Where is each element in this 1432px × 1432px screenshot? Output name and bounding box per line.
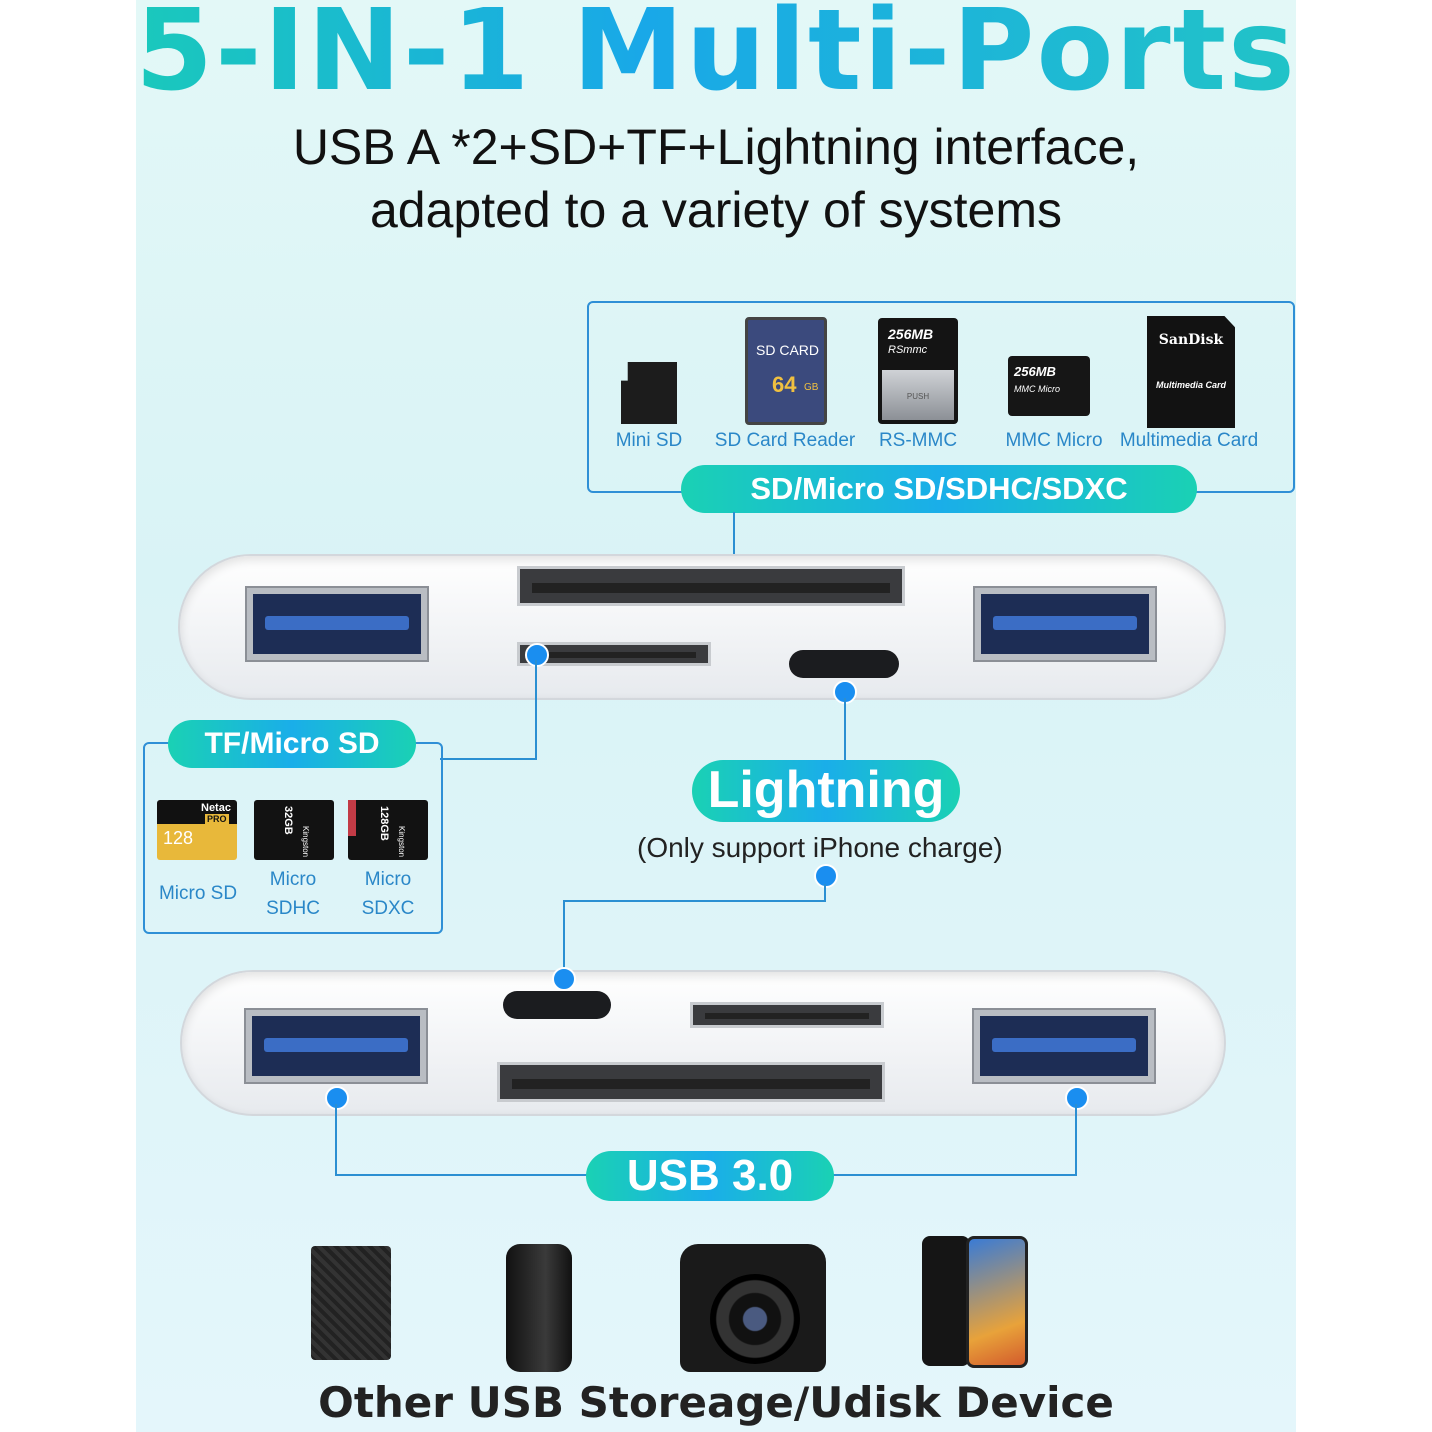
micro-sdxc-face-brand: Kingston (397, 826, 406, 858)
sd-slot-top (517, 566, 905, 606)
headline: 5-IN-1 Multi-Ports (0, 0, 1432, 116)
sd-card-image: SD CARD 64 GB (745, 317, 827, 425)
subtitle-line-2: adapted to a variety of systems (369, 182, 1063, 238)
tf-slot-bottom (690, 1002, 884, 1028)
micro-sd-face-capacity: 128 (163, 828, 194, 848)
multimedia-card-face-top: SanDisk (1158, 332, 1224, 348)
micro-sdxc-face-capacity: 128GB (378, 806, 390, 841)
smartphone-icon (922, 1236, 1028, 1368)
micro-sd-label: Micro SD (158, 883, 238, 904)
mini-sd-label: Mini SD (615, 430, 683, 451)
rs-mmc-label: RS-MMC (878, 430, 958, 451)
usb-port-bottom-right (972, 1008, 1156, 1084)
micro-sdhc-label-line-2: SDHC (266, 898, 320, 919)
sd-card-face-unit: GB (804, 382, 819, 393)
lightning-port-bottom (503, 991, 611, 1019)
camera-icon (680, 1244, 826, 1372)
rs-mmc-face-top: 256MB (888, 326, 934, 342)
micro-sd-face-brand: Netac (201, 802, 231, 814)
tf-section-label: TF/Micro SD (168, 720, 416, 768)
sd-card-face-top: SD CARD (756, 342, 820, 358)
mmc-micro-face-sub: MMC Micro (1014, 384, 1060, 394)
mmc-micro-face-top: 256MB (1014, 364, 1056, 379)
multimedia-card-label: Multimedia Card (1119, 430, 1259, 451)
micro-sdxc-card-image: Kingston 128GB (348, 800, 428, 860)
external-hard-drive-icon (311, 1246, 391, 1360)
micro-sdhc-face-capacity: 32GB (282, 806, 294, 835)
lightning-section-label: Lightning (692, 760, 960, 822)
multimedia-card-face-sub: Multimedia Card (1155, 380, 1226, 390)
micro-sdxc-label-line-1: Micro (364, 869, 412, 890)
lightning-note: (Only support iPhone charge) (637, 832, 1003, 863)
micro-sdhc-card-image: Kingston 32GB (254, 800, 334, 860)
mmc-micro-label: MMC Micro (1005, 430, 1103, 451)
multimedia-card-image: SanDisk Multimedia Card (1147, 316, 1235, 428)
micro-sdhc-label-line-1: Micro (269, 869, 317, 890)
lightning-note-marker (814, 864, 838, 888)
rs-mmc-card-image: 256MB RSmmc PUSH (878, 318, 958, 424)
usb-port-marker-right (1065, 1086, 1089, 1110)
rs-mmc-face-push: PUSH (906, 392, 930, 401)
mmc-micro-card-image: 256MB MMC Micro (1008, 356, 1090, 416)
micro-sdxc-label-line-2: SDXC (361, 898, 415, 919)
sd-card-reader-label: SD Card Reader (714, 430, 856, 451)
usb-port-marker-left (325, 1086, 349, 1110)
sd-slot-bottom (497, 1062, 885, 1102)
sd-section-label: SD/Micro SD/SDHC/SDXC (681, 465, 1197, 513)
rs-mmc-face-sub: RSmmc (888, 344, 928, 356)
devices-label: Other USB Storeage/Udisk Device (318, 1378, 1114, 1427)
tf-slot-top (517, 642, 711, 666)
tf-slot-marker (525, 643, 549, 667)
usb-port-top-right (973, 586, 1157, 662)
usb-port-top-left (245, 586, 429, 662)
micro-sd-face-sub: PRO (205, 814, 229, 824)
micro-sd-card-image: Netac PRO 128 (157, 800, 237, 860)
subtitle-line-1: USB A *2+SD+TF+Lightning interface, (292, 119, 1140, 175)
lightning-port-top (789, 650, 899, 678)
portable-drive-icon (506, 1244, 572, 1372)
sd-card-face-capacity: 64 (772, 372, 797, 397)
micro-sdhc-face-brand: Kingston (301, 826, 310, 858)
usb-section-label: USB 3.0 (586, 1151, 834, 1201)
lightning-port-marker-bottom (552, 967, 576, 991)
mini-sd-card-image (621, 362, 677, 424)
usb-port-bottom-left (244, 1008, 428, 1084)
